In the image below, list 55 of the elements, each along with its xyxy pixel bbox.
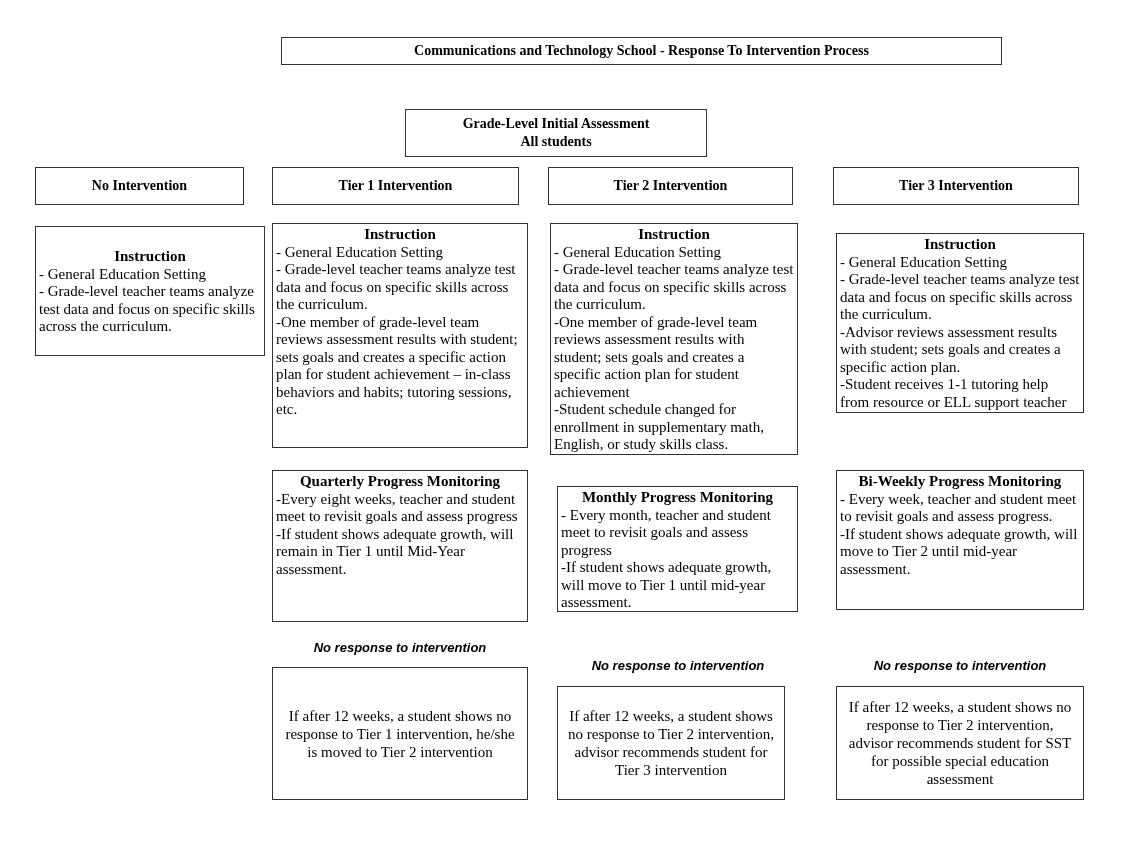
box-heading: Tier 3 Intervention bbox=[899, 177, 1013, 195]
box-heading: Instruction bbox=[363, 226, 437, 244]
tier-header-box bbox=[548, 167, 793, 205]
bullet-text: - Grade-level teacher teams analyze test data and focus on specific skills across the curriculum. bbox=[276, 261, 517, 314]
escalation-box bbox=[836, 686, 1084, 800]
bullet-text: - Every week, teacher and student meet to revisit goals and assess progress. bbox=[840, 490, 1078, 526]
tier-header-box bbox=[35, 167, 244, 205]
box-heading: Quarterly Progress Monitoring bbox=[298, 473, 502, 491]
box-heading: Communications and Technology School - Response To Intervention Process bbox=[414, 42, 869, 60]
title-box bbox=[281, 37, 1002, 65]
tier-header-box bbox=[833, 167, 1079, 205]
instruction-box bbox=[272, 223, 528, 448]
escalation-box bbox=[272, 667, 528, 800]
box-heading: Bi-Weekly Progress Monitoring bbox=[857, 473, 1063, 491]
bullet-text: -One member of grade-level team reviews assessment results with student; sets goals and creates a specific action plan for student achievement – in-class behaviors and habits; tutoring sessions, etc. bbox=[276, 313, 519, 419]
escalation-text: If after 12 weeks, a student shows no response to Tier 2 intervention, advisor recommends student for SST for possible special education assessment bbox=[847, 698, 1073, 788]
bullet-text: - Grade-level teacher teams analyze test data and focus on specific skills across the curriculum. bbox=[840, 271, 1080, 324]
bullet-text: - Grade-level teacher teams analyze test data and focus on specific skills across the curriculum. bbox=[554, 261, 794, 314]
instruction-box bbox=[35, 226, 265, 356]
bullet-text: -If student shows adequate growth, will move to Tier 2 until mid-year assessment. bbox=[840, 525, 1079, 578]
outcome-label: No response to intervention bbox=[312, 639, 488, 657]
box-heading: Instruction bbox=[923, 236, 997, 254]
box-heading: Instruction bbox=[637, 226, 711, 244]
box-heading: Monthly Progress Monitoring bbox=[580, 489, 775, 507]
tier-header-box bbox=[272, 167, 519, 205]
monitoring-box bbox=[836, 470, 1084, 610]
assessment-box bbox=[405, 109, 707, 157]
bullet-text: - General Education Setting bbox=[276, 243, 445, 261]
bullet-text: - General Education Setting bbox=[840, 253, 1009, 271]
bullet-text: - Every month, teacher and student meet to revisit goals and assess progress bbox=[561, 506, 772, 559]
box-heading: Tier 2 Intervention bbox=[613, 177, 728, 195]
instruction-box bbox=[550, 223, 798, 455]
bullet-text: -Advisor reviews assessment results with student; sets goals and creates a specific action plan. bbox=[840, 323, 1062, 376]
escalation-box bbox=[557, 686, 785, 800]
monitoring-box bbox=[557, 486, 798, 612]
bullet-text: -Student receives 1-1 tutoring help from resource or ELL support teacher bbox=[840, 376, 1068, 411]
box-heading: Grade-Level Initial Assessment bbox=[462, 115, 650, 133]
bullet-text: -If student shows adequate growth, will remain in Tier 1 until Mid-Year assessment. bbox=[276, 525, 515, 578]
box-heading: No Intervention bbox=[91, 177, 188, 195]
outcome-label: No response to intervention bbox=[590, 657, 766, 675]
bullet-text: -If student shows adequate growth, will move to Tier 1 until mid-year assessment. bbox=[561, 559, 773, 612]
bullet-text: - General Education Setting bbox=[554, 243, 723, 261]
bullet-text: -One member of grade-level team reviews assessment results with student; sets goals and creates a specific action plan for student achievement bbox=[554, 313, 759, 401]
box-heading: Tier 1 Intervention bbox=[338, 177, 453, 195]
bullet-text: - Grade-level teacher teams analyze test data and focus on specific skills across the curriculum. bbox=[39, 283, 256, 336]
box-heading: Instruction bbox=[113, 248, 187, 266]
instruction-box bbox=[836, 233, 1084, 413]
outcome-label: No response to intervention bbox=[872, 657, 1048, 675]
bullet-text: -Student schedule changed for enrollment in supplementary math, English, or study skills class. bbox=[554, 401, 765, 454]
escalation-text: If after 12 weeks, a student shows no response to Tier 1 intervention, he/she is moved to Tier 2 intervention bbox=[284, 706, 516, 761]
box-subheading: All students bbox=[520, 133, 592, 151]
bullet-text: -Every eight weeks, teacher and student meet to revisit goals and assess progress bbox=[276, 490, 519, 526]
monitoring-box bbox=[272, 470, 528, 622]
escalation-text: If after 12 weeks, a student shows no response to Tier 2 intervention, advisor recommends student for Tier 3 intervention bbox=[567, 707, 775, 779]
bullet-text: - General Education Setting bbox=[39, 265, 208, 284]
